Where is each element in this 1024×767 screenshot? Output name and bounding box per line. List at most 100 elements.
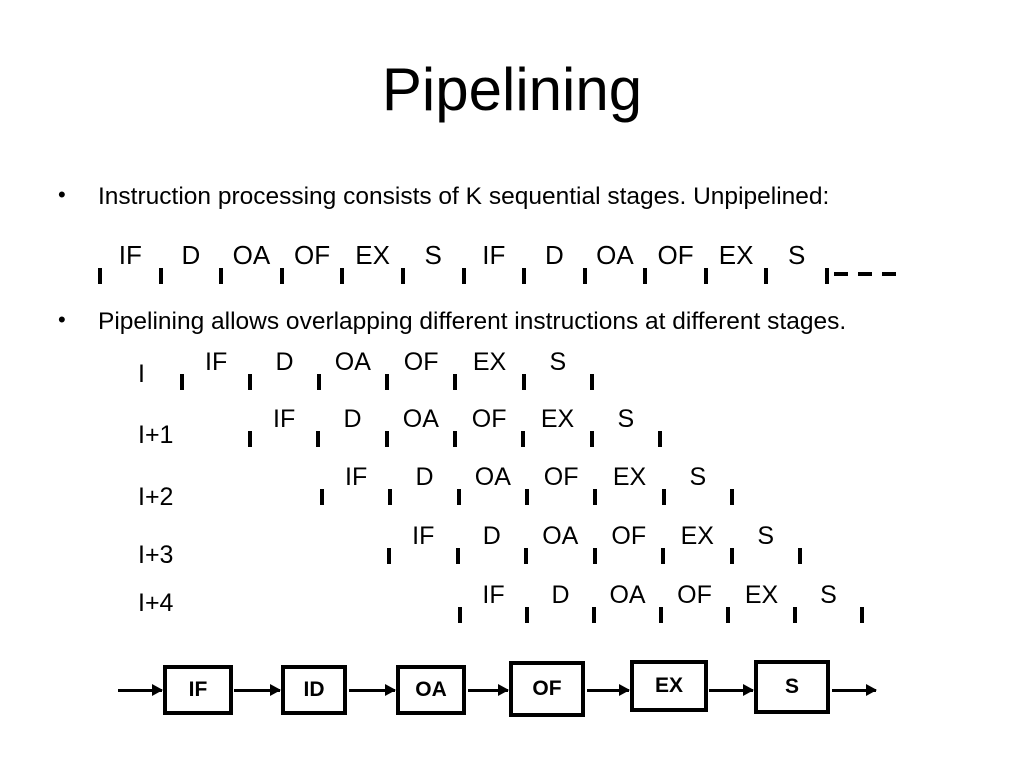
instruction-row-label: I+2 (138, 483, 174, 511)
timeline-stage-label: S (757, 522, 775, 550)
timeline-tick (458, 607, 462, 623)
timeline-stage-label: IF (273, 405, 296, 433)
continuation-dash (834, 272, 848, 276)
timeline-stage-label: OA (596, 240, 634, 270)
flow-arrow-icon (709, 684, 754, 696)
timeline-tick (456, 489, 461, 505)
timeline-tick (521, 374, 526, 390)
bullet-text: Pipelining allows overlapping different … (98, 308, 847, 335)
timeline-stage-label: OA (334, 348, 371, 376)
timeline-tick (219, 268, 224, 284)
timeline-tick (521, 431, 526, 447)
timeline-stage-label: OA (402, 405, 439, 433)
timeline-stage-label: OF (543, 463, 579, 491)
instruction-row-label: I+3 (138, 541, 174, 569)
timeline-stage-label: EX (540, 405, 575, 433)
timeline-stage-label: OA (474, 463, 511, 491)
timeline-tick (180, 374, 184, 390)
timeline-stage-label: D (544, 240, 564, 270)
timeline-stage-label: S (788, 240, 806, 270)
pipeline-stage-box-oa: OA (396, 665, 466, 715)
flow-arrow-icon (234, 684, 281, 696)
instruction-row-label: I+4 (138, 589, 174, 617)
timeline-stage-label: EX (680, 522, 714, 550)
timeline-tick (703, 268, 708, 284)
timeline-stage-label: IF (412, 522, 435, 550)
timeline-tick (798, 548, 802, 564)
timeline-tick (385, 374, 389, 390)
timeline-stage-label: EX (744, 581, 779, 609)
bullet-text: Instruction processing consists of K seq… (98, 183, 830, 210)
timeline-stage-label: IF (482, 240, 506, 270)
timeline-stage-label: S (820, 581, 837, 609)
timeline-stage-label: EX (718, 240, 754, 270)
timeline-tick (589, 431, 594, 447)
instruction-row-label: I (138, 360, 145, 388)
timeline-tick (582, 268, 587, 284)
timeline-tick (248, 374, 253, 390)
timeline-stage-label: OA (542, 522, 579, 550)
timeline-tick (461, 268, 466, 284)
timeline-tick (524, 548, 528, 564)
timeline-tick (158, 268, 163, 284)
timeline-stage-label: OF (403, 348, 439, 376)
bullet-marker: • (58, 307, 66, 332)
timeline-tick (860, 607, 864, 623)
timeline-stage-label: S (424, 240, 442, 270)
timeline-tick (525, 489, 529, 505)
timeline-tick (730, 489, 734, 505)
timeline-stage-label: OF (293, 240, 331, 270)
timeline-tick (825, 268, 829, 284)
timeline-tick (388, 489, 393, 505)
timeline-tick (316, 374, 321, 390)
timeline-tick (658, 431, 662, 447)
timeline-tick (279, 268, 284, 284)
timeline-tick (320, 489, 324, 505)
timeline-tick (590, 374, 594, 390)
timeline-stage-label: OA (609, 581, 646, 609)
timeline-stage-label: EX (612, 463, 647, 491)
timeline-tick (340, 268, 345, 284)
timeline-stage-label: D (181, 240, 201, 270)
timeline-tick (593, 489, 598, 505)
timeline-tick (592, 607, 596, 623)
timeline-stage-label: S (617, 405, 635, 433)
timeline-tick (453, 431, 457, 447)
timeline-stage-label: D (275, 348, 294, 376)
timeline-stage-label: IF (345, 463, 368, 491)
timeline-stage-label: OA (232, 240, 271, 270)
flow-arrow-icon (832, 684, 877, 696)
flow-arrow-icon (468, 684, 509, 696)
continuation-dash (882, 272, 896, 276)
flow-arrow-icon (118, 684, 163, 696)
pipeline-stage-box-of: OF (509, 661, 585, 717)
timeline-tick (98, 268, 102, 284)
timeline-tick (455, 548, 460, 564)
timeline-stage-label: OF (611, 522, 647, 550)
timeline-stage-label: D (482, 522, 501, 550)
pipeline-stage-box-id: ID (281, 665, 347, 715)
timeline-stage-label: S (689, 463, 707, 491)
timeline-tick (453, 374, 458, 390)
flow-arrow-icon (349, 684, 396, 696)
timeline-tick (400, 268, 405, 284)
timeline-tick (316, 431, 321, 447)
timeline-stage-label: EX (472, 348, 507, 376)
timeline-tick (248, 431, 252, 447)
pipeline-stage-box-if: IF (163, 665, 233, 715)
timeline-tick (726, 607, 730, 623)
timeline-tick (764, 268, 769, 284)
timeline-stage-label: S (549, 348, 567, 376)
timeline-tick (661, 489, 666, 505)
timeline-stage-label: OF (657, 240, 694, 270)
timeline-stage-label: EX (355, 240, 390, 270)
flow-arrow-icon (587, 684, 630, 696)
instruction-row-label: I+1 (138, 421, 174, 449)
instruction-timeline: IF D OA OF EX S (387, 524, 802, 564)
timeline-stage-label: D (551, 581, 570, 609)
